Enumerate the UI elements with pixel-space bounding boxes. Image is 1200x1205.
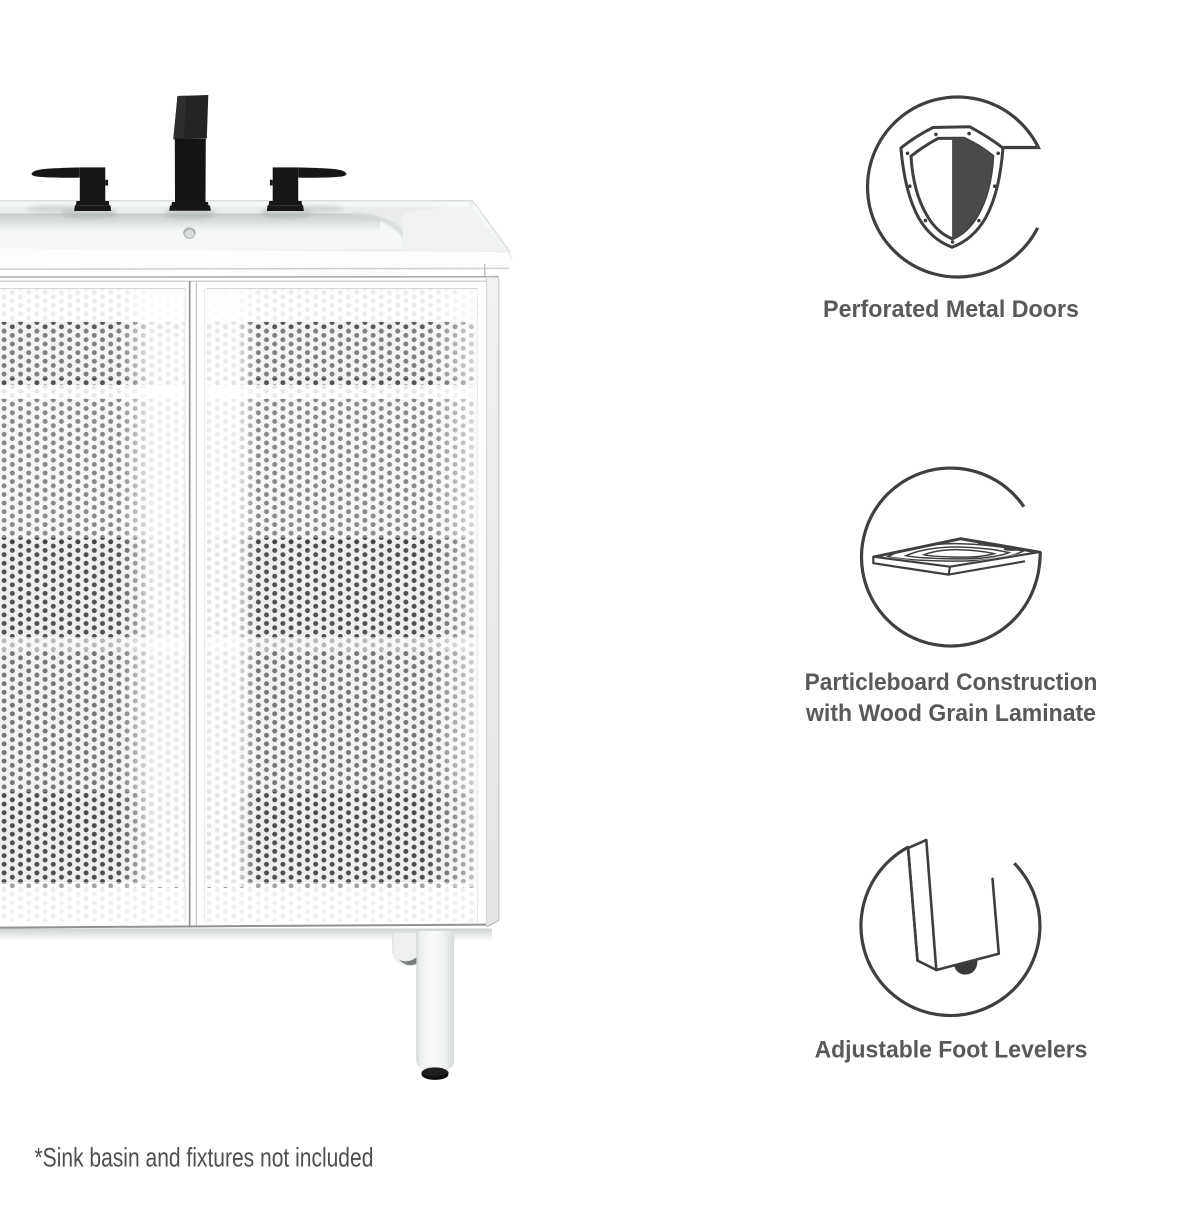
- svg-text:with Wood Grain Laminate: with Wood Grain Laminate: [805, 700, 1096, 727]
- svg-text:Perforated Metal Doors: Perforated Metal Doors: [823, 296, 1079, 322]
- svg-text:Adjustable Foot Levelers: Adjustable Foot Levelers: [815, 1036, 1088, 1063]
- svg-text:*Sink basin and fixtures not i: *Sink basin and fixtures not included: [35, 1143, 374, 1173]
- svg-text:Particleboard Construction: Particleboard Construction: [805, 669, 1098, 696]
